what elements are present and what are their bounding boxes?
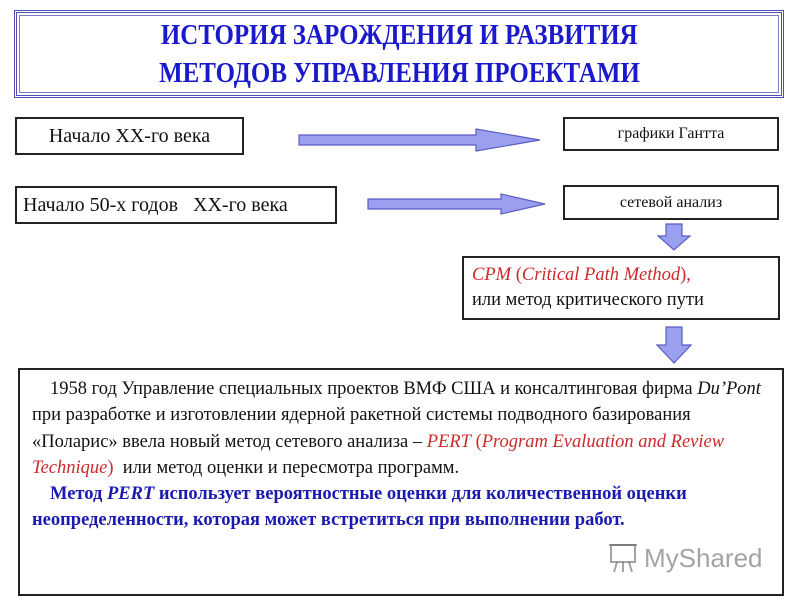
pert-abbr: PERT bbox=[426, 431, 471, 452]
pert-history-paragraph: 1958 год Управление специальных проектов… bbox=[32, 376, 774, 481]
cpm-abbr: CPM bbox=[472, 265, 512, 285]
down-arrow-icon bbox=[656, 326, 692, 364]
pert-full-name: Program Evaluation and Review Technique bbox=[32, 431, 725, 478]
result-label: графики Гантта bbox=[617, 125, 725, 142]
slide-title-line-1: ИСТОРИЯ ЗАРОЖДЕНИЯ И РАЗВИТИЯ bbox=[160, 19, 638, 51]
pert-history-box: 1958 год Управление специальных проектов… bbox=[18, 368, 784, 596]
text-segment: при разработке и изготовлении ядерной ра… bbox=[32, 405, 691, 452]
right-arrow-icon bbox=[298, 128, 542, 152]
text-segment: 1958 год Управление специальных проектов… bbox=[50, 379, 698, 399]
result-box-network-analysis: сетевой анализ bbox=[563, 185, 779, 220]
slide-title-line-2: МЕТОДОВ УПРАВЛЕНИЯ ПРОЕКТАМИ bbox=[158, 57, 640, 89]
pert-paren: ( bbox=[470, 431, 482, 452]
cpm-paren: ( bbox=[511, 265, 522, 285]
right-arrow-icon bbox=[367, 193, 547, 215]
period-label: Начало 50-х годов XX-го века bbox=[23, 193, 288, 216]
pert-paren-close: ) bbox=[107, 457, 114, 478]
pert-abbr-bold: PERT bbox=[106, 484, 155, 505]
cpm-box: CPM (Critical Path Method), или метод кр… bbox=[462, 256, 780, 320]
text-segment: или метод оценки и пересмотра программ. bbox=[113, 457, 460, 478]
result-label: сетевой анализ bbox=[619, 193, 723, 211]
text-segment: использует вероятностные оценки для коли… bbox=[32, 484, 687, 531]
cpm-translation: или метод критического пути bbox=[472, 290, 704, 310]
slide-title-box: ИСТОРИЯ ЗАРОЖДЕНИЯ И РАЗВИТИЯ МЕТОДОВ УП… bbox=[14, 10, 784, 98]
cpm-full-name: Critical Path Method bbox=[521, 265, 681, 285]
pert-description-paragraph: Метод PERT использует вероятностные оцен… bbox=[32, 481, 774, 534]
down-arrow-icon bbox=[657, 223, 691, 251]
presentation-board-icon bbox=[609, 544, 637, 573]
period-box-1950s: Начало 50-х годов XX-го века bbox=[15, 186, 337, 224]
result-box-gantt-charts: графики Гантта bbox=[563, 117, 779, 151]
cpm-close: ), bbox=[680, 265, 691, 285]
watermark-text: MyShared bbox=[644, 542, 763, 573]
period-label: Начало XX-го века bbox=[48, 124, 211, 147]
dupont-name: Du’Pont bbox=[697, 379, 761, 399]
period-box-early-20th-century: Начало XX-го века bbox=[15, 117, 244, 155]
text-segment: Метод bbox=[50, 484, 107, 505]
cpm-title: CPM (Critical Path Method), bbox=[472, 263, 691, 288]
watermark: MyShared bbox=[608, 538, 778, 578]
